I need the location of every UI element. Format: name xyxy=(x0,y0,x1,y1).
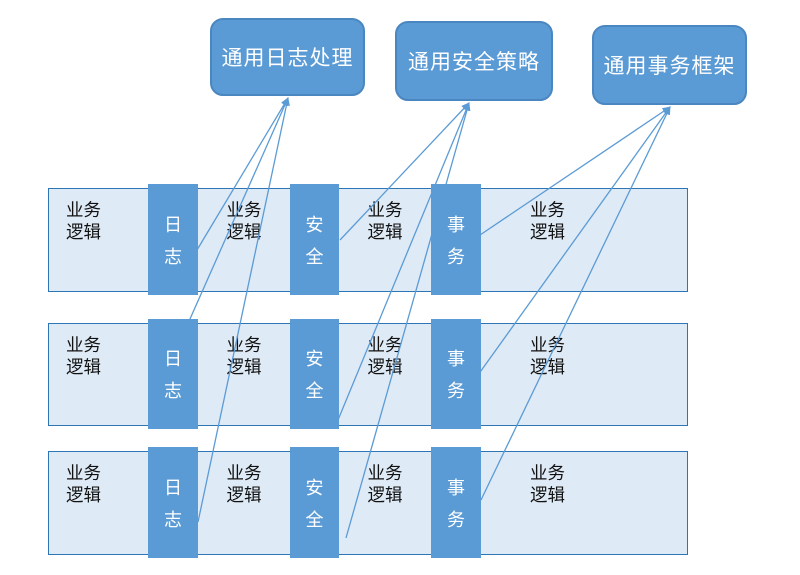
strip-char: 务 xyxy=(447,246,465,268)
business-logic-segment: 业务 逻辑 xyxy=(339,452,431,554)
concern-box-security-label: 通用安全策略 xyxy=(408,50,540,74)
strip-char: 事 xyxy=(447,477,465,499)
aspect-strip-security: 安 全 xyxy=(290,184,339,295)
aspect-strip-security: 安 全 xyxy=(290,319,339,429)
strip-char: 全 xyxy=(305,509,324,531)
aspect-strip-transaction: 事 务 xyxy=(431,319,481,429)
segment-label-line: 业务 xyxy=(367,464,403,484)
segment-label-line: 逻辑 xyxy=(530,486,565,507)
segment-label-line: 逻辑 xyxy=(226,486,262,507)
segment-label-line: 业务 xyxy=(66,201,101,221)
concern-box-security: 通用安全策略 xyxy=(395,21,553,101)
layer-bar-1: 业务 逻辑 日 志 业务 逻辑 安 全 业务 逻辑 事 务 业务 逻辑 xyxy=(48,184,689,295)
business-logic-segment: 业务 逻辑 xyxy=(198,452,290,554)
aspect-strip-transaction: 事 务 xyxy=(431,184,481,295)
segment-label-line: 业务 xyxy=(530,464,565,484)
business-logic-segment: 业务 逻辑 xyxy=(198,324,290,425)
segment-label-line: 逻辑 xyxy=(226,223,262,244)
business-logic-segment: 业务 逻辑 xyxy=(481,324,689,425)
aspect-strip-log: 日 志 xyxy=(148,447,198,558)
strip-char: 安 xyxy=(305,349,324,370)
layer-bar-3: 业务 逻辑 日 志 业务 逻辑 安 全 业务 逻辑 事 务 业务 逻辑 xyxy=(48,447,689,558)
segment-label-line: 逻辑 xyxy=(66,486,101,507)
strip-char: 志 xyxy=(164,381,182,402)
segment-label-line: 业务 xyxy=(367,336,403,356)
business-logic-segment: 业务 逻辑 xyxy=(339,324,431,425)
segment-label-line: 业务 xyxy=(66,464,101,484)
concern-box-transaction: 通用事务框架 xyxy=(592,25,747,105)
aspect-strip-transaction: 事 务 xyxy=(431,447,481,558)
business-logic-segment: 业务 逻辑 xyxy=(49,452,148,554)
strip-char: 务 xyxy=(447,509,465,531)
segment-label-line: 业务 xyxy=(226,201,262,221)
segment-label-line: 逻辑 xyxy=(530,358,565,379)
strip-char: 日 xyxy=(164,477,182,499)
aspect-strip-log: 日 志 xyxy=(148,184,198,295)
segment-label-line: 业务 xyxy=(530,201,565,221)
segment-label-line: 逻辑 xyxy=(367,223,403,244)
concern-box-log-label: 通用日志处理 xyxy=(221,46,354,70)
segment-label-line: 逻辑 xyxy=(367,486,403,507)
strip-char: 事 xyxy=(447,349,465,370)
strip-char: 全 xyxy=(305,246,324,268)
strip-char: 安 xyxy=(305,214,324,236)
business-logic-segment: 业务 逻辑 xyxy=(49,189,148,291)
business-logic-segment: 业务 逻辑 xyxy=(49,324,148,425)
concern-box-log: 通用日志处理 xyxy=(210,18,365,96)
strip-char: 志 xyxy=(164,246,182,268)
aspect-strip-log: 日 志 xyxy=(148,319,198,429)
business-logic-segment: 业务 逻辑 xyxy=(481,189,689,291)
segment-label-line: 逻辑 xyxy=(530,223,565,244)
business-logic-segment: 业务 逻辑 xyxy=(339,189,431,291)
strip-char: 务 xyxy=(447,381,465,402)
strip-char: 安 xyxy=(305,477,324,499)
segment-label-line: 业务 xyxy=(530,336,565,356)
segment-label-line: 业务 xyxy=(226,336,262,356)
segment-label-line: 逻辑 xyxy=(367,358,403,379)
segment-label-line: 逻辑 xyxy=(66,223,101,244)
segment-label-line: 逻辑 xyxy=(66,358,101,379)
concern-box-transaction-label: 通用事务框架 xyxy=(603,54,736,78)
strip-char: 日 xyxy=(164,349,182,370)
strip-char: 事 xyxy=(447,214,465,236)
business-logic-segment: 业务 逻辑 xyxy=(198,189,290,291)
strip-char: 日 xyxy=(164,214,182,236)
strip-char: 志 xyxy=(164,509,182,531)
arrow-to-transaction xyxy=(480,106,671,501)
strip-char: 全 xyxy=(305,381,324,402)
business-logic-segment: 业务 逻辑 xyxy=(481,452,689,554)
segment-label-line: 逻辑 xyxy=(226,358,262,379)
aspect-strip-security: 安 全 xyxy=(290,447,339,558)
layer-bar-2: 业务 逻辑 日 志 业务 逻辑 安 全 业务 逻辑 事 务 业务 逻辑 xyxy=(48,319,689,429)
segment-label-line: 业务 xyxy=(226,464,262,484)
segment-label-line: 业务 xyxy=(66,336,101,356)
segment-label-line: 业务 xyxy=(367,201,403,221)
